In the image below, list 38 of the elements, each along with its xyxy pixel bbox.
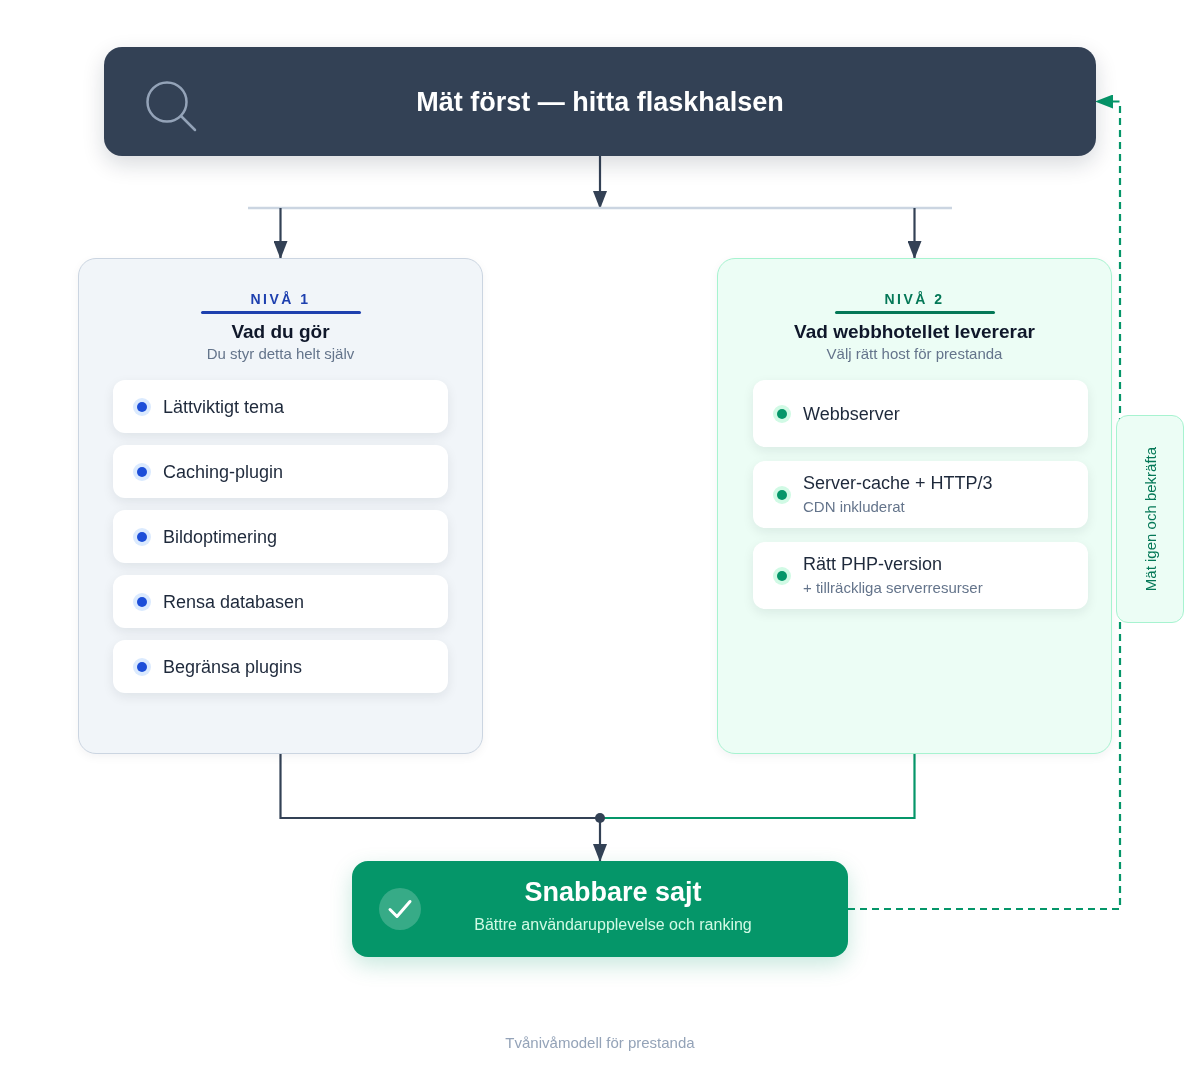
item-title: Lättviktigt tema	[163, 396, 285, 417]
panel-heading: Vad du gör	[231, 320, 330, 344]
banner-title: Mät först — hitta flaskhalsen	[416, 85, 784, 119]
item-title: Rensa databasen	[163, 591, 305, 612]
splitter-bar	[248, 206, 952, 210]
item-title: Webbserver	[803, 403, 900, 424]
list-item-card	[753, 542, 1088, 609]
list-item-card	[113, 380, 448, 433]
list-item-card	[113, 445, 448, 498]
edge-label: Mät igen och bekräfta	[1116, 415, 1184, 623]
title-banner	[104, 47, 1096, 156]
arrow	[907, 208, 922, 259]
list-item-card	[113, 510, 448, 563]
result-box	[352, 861, 848, 957]
result-subtitle: Bättre användarupplevelse och ranking	[474, 915, 752, 935]
result-title: Snabbare sajt	[524, 876, 702, 908]
list-item-card	[113, 640, 448, 693]
list-item-card	[753, 380, 1088, 447]
item-title: Bildoptimering	[163, 526, 278, 547]
panel-heading: Vad webbhotellet levererar	[794, 320, 1035, 344]
item-subtitle: + tillräckliga serverresurser	[803, 577, 983, 598]
panel-subtitle: Du styr detta helt själv	[206, 344, 355, 364]
footer-caption: Tvånivåmodell för prestanda	[505, 1033, 695, 1053]
list-item-card	[753, 461, 1088, 528]
item-title: Server-cache + HTTP/3	[803, 472, 993, 493]
arrow	[273, 208, 288, 259]
tier-panel	[717, 258, 1112, 754]
arrow	[593, 156, 607, 209]
tier-panel	[78, 258, 483, 754]
junction-dot	[595, 813, 605, 823]
item-subtitle: CDN inkluderat	[803, 496, 905, 517]
item-title: Rätt PHP-version	[803, 553, 943, 574]
item-title: Caching-plugin	[163, 461, 284, 482]
panel-subtitle: Välj rätt host för prestanda	[826, 344, 1003, 364]
tier-label: NIVÅ 2	[884, 290, 945, 308]
tier-label: NIVÅ 1	[250, 290, 311, 308]
item-title: Begränsa plugins	[163, 656, 303, 677]
list-item-card	[113, 575, 448, 628]
